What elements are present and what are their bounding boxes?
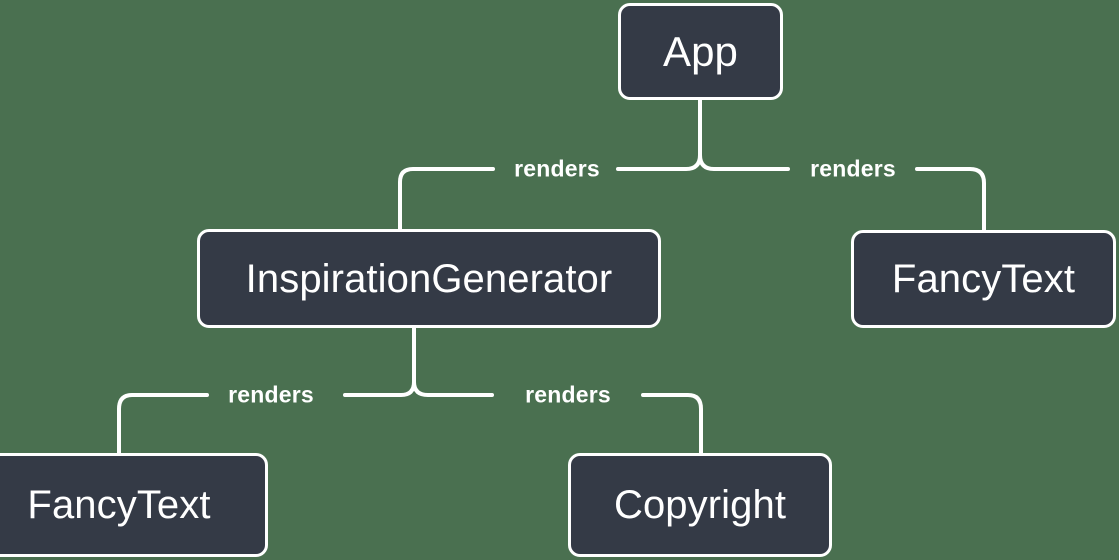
- node-inspiration-generator[interactable]: InspirationGenerator: [197, 229, 661, 328]
- edge-label-inspiration-generator-to-copyright: renders: [525, 381, 611, 408]
- node-fancytext-right[interactable]: FancyText: [851, 230, 1116, 328]
- path-right-stub: [915, 167, 986, 232]
- node-copyright[interactable]: Copyright: [568, 453, 832, 557]
- path-bottom-right-stub: [641, 393, 703, 455]
- edge-label-app-to-fancytext-right: renders: [810, 155, 896, 182]
- path-bottom-left-stub: [117, 393, 209, 455]
- path-ig-split-right: [412, 380, 494, 397]
- edge-label-inspiration-generator-to-fancytext-bottom: renders: [228, 381, 314, 408]
- path-app-split-right: [698, 153, 790, 171]
- node-label-fancytext-right: FancyText: [891, 257, 1076, 301]
- path-ig-split-left: [343, 326, 416, 397]
- path-app-split-left: [616, 98, 702, 171]
- node-label-fancytext-bottom: FancyText: [27, 483, 211, 527]
- node-label-inspiration-generator: InspirationGenerator: [245, 256, 613, 301]
- node-label-app: App: [662, 27, 739, 75]
- node-label-copyright: Copyright: [613, 483, 787, 527]
- path-left-stub: [398, 167, 495, 231]
- edge-label-app-to-inspiration-generator: renders: [514, 155, 600, 182]
- node-fancytext-bottom[interactable]: FancyText: [0, 453, 268, 557]
- node-app[interactable]: App: [618, 3, 783, 100]
